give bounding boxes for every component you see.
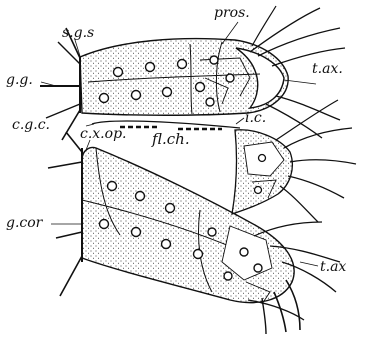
label-gcor: g.cor — [6, 216, 42, 230]
label-gg: g.g. — [6, 73, 33, 87]
label-pros: pros. — [214, 6, 250, 20]
label-cgc: c.g.c. — [12, 118, 50, 132]
label-tax-bottom: t.ax — [320, 260, 346, 274]
lower-zooid — [48, 132, 340, 334]
label-ic: i.c. — [245, 111, 266, 125]
label-tax-top: t.ax. — [312, 62, 343, 76]
label-flch: fl.ch. — [152, 132, 190, 147]
label-sgs: s.g.s — [62, 26, 94, 40]
label-cxop: c.x.op. — [80, 127, 126, 141]
